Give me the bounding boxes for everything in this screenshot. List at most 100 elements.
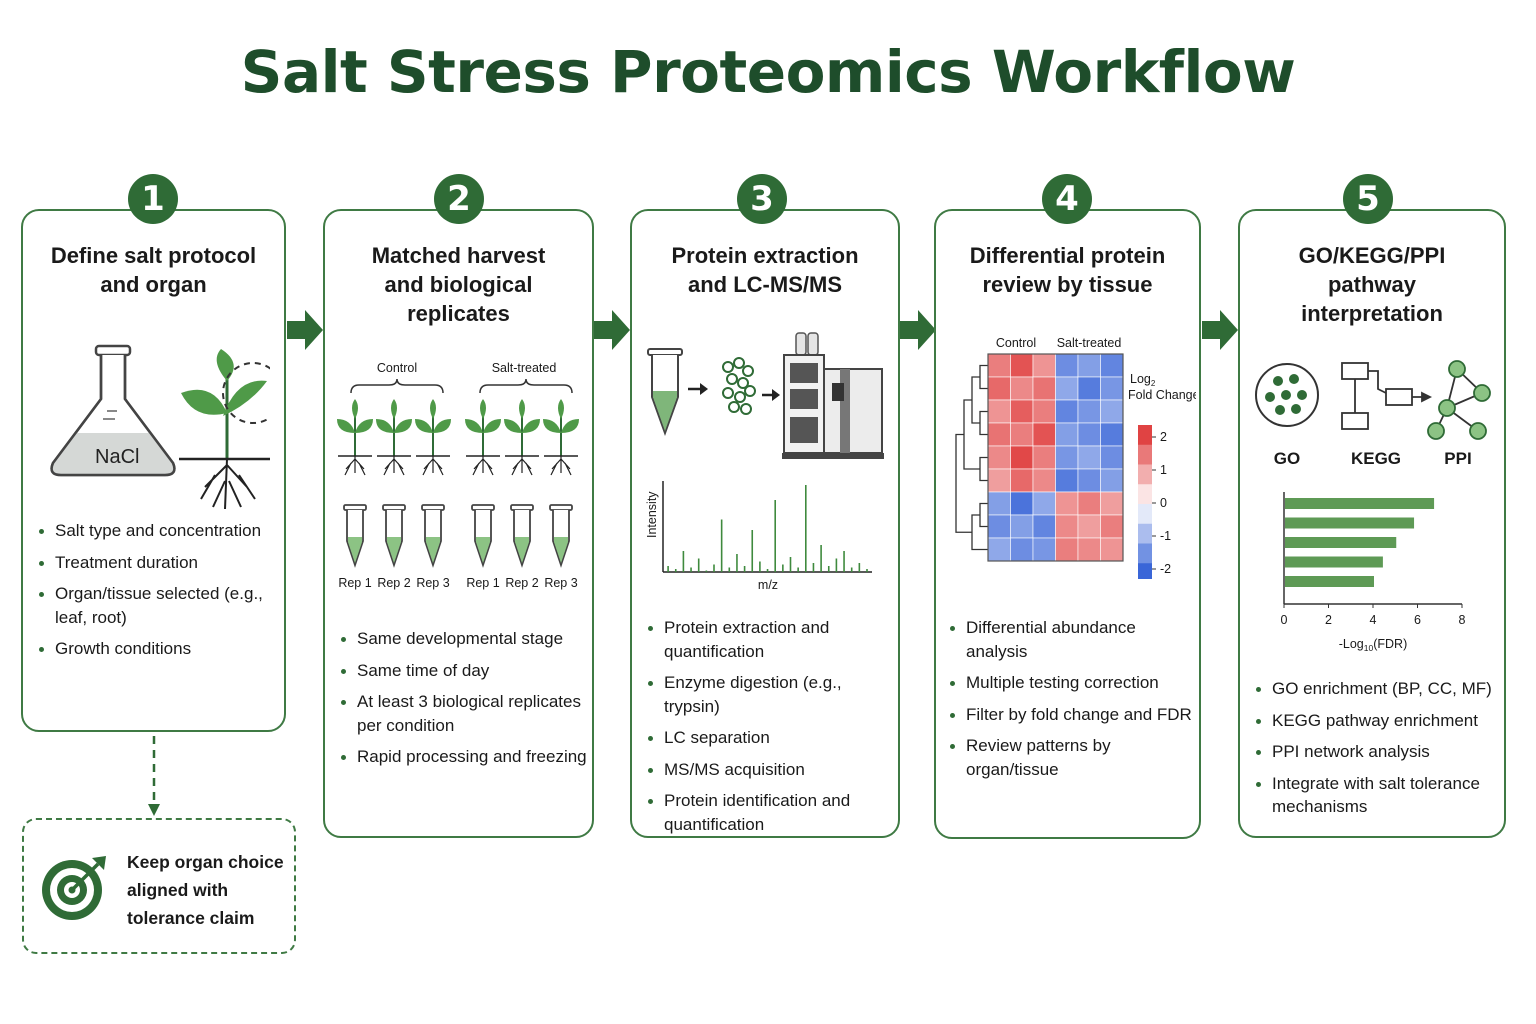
rep-label: Rep 3 [416, 576, 449, 590]
flask-icon: NaCl [50, 344, 176, 477]
list-item: Rapid processing and freezing [341, 745, 591, 769]
step-4-title: Differential protein review by tissue [969, 243, 1166, 297]
heatmap-cell [1100, 491, 1124, 516]
heatmap-cell [1010, 491, 1034, 516]
arrow-right-icon [1202, 310, 1238, 350]
list-item: Growth conditions [39, 637, 279, 661]
ppi-label: PPI [1444, 449, 1471, 468]
heatmap-cell [987, 491, 1011, 516]
list-item: Multiple testing correction [950, 671, 1200, 695]
legend-tick: 0 [1160, 496, 1167, 510]
rep-label: Rep 2 [377, 576, 410, 590]
go-label: GO [1274, 449, 1300, 468]
heatmap-cell [1055, 491, 1079, 516]
heatmap-cell [1077, 445, 1101, 470]
step-2-bullets: Same developmental stage Same time of da… [341, 627, 591, 777]
heatmap-cell [987, 514, 1011, 539]
flask-and-plant-illustration: NaCl [50, 344, 270, 510]
seedling-icon [415, 399, 451, 476]
rep-label: Rep 1 [466, 576, 499, 590]
seedling-icon [504, 399, 540, 476]
bar [1285, 556, 1383, 568]
heatmap-cell [1010, 399, 1034, 424]
x-tick-label: 4 [1370, 613, 1377, 627]
list-item: GO enrichment (BP, CC, MF) [1256, 677, 1506, 701]
heatmap-cell [987, 422, 1011, 447]
heatmap-cell [1077, 422, 1101, 447]
tube-icon [382, 504, 406, 568]
heatmap-cell [987, 537, 1011, 562]
heatmap-cell [987, 445, 1011, 470]
spectrum-peaks [667, 485, 868, 572]
seedling-icon [337, 399, 373, 476]
heatmap-cell [1100, 376, 1124, 401]
heatmap-cell [1010, 445, 1034, 470]
list-item: Treatment duration [39, 551, 279, 575]
step-2-title: Matched harvest and biological replicate… [371, 243, 546, 326]
heatmap-cell [1077, 399, 1101, 424]
legend-tick: -1 [1160, 529, 1171, 543]
legend-swatch [1138, 504, 1152, 525]
step-2-badge: 2 [434, 174, 484, 224]
heatmap-cell [1077, 376, 1101, 401]
heatmap-cell [987, 376, 1011, 401]
step-1-bullets: Salt type and concentration Treatment du… [39, 519, 279, 669]
seedling-icon [465, 399, 501, 476]
heatmap-cell [1010, 422, 1034, 447]
legend-title: Fold Change [1128, 388, 1196, 402]
y-axis-label: Intensity [645, 491, 659, 538]
page-title: Salt Stress Proteomics Workflow [240, 38, 1296, 106]
list-item: Enzyme digestion (e.g., trypsin) [648, 671, 898, 718]
legend-tick: -2 [1160, 562, 1171, 576]
arrow-right-icon [762, 389, 780, 401]
heatmap-cell [1055, 514, 1079, 539]
x-axis-label: m/z [758, 578, 778, 592]
x-tick-label: 6 [1414, 613, 1421, 627]
tube-icon [421, 504, 445, 568]
step-3-bullets: Protein extraction and quantification En… [648, 616, 898, 844]
list-item: Same developmental stage [341, 627, 591, 651]
legend-swatch [1138, 523, 1152, 544]
ppi-icon [1427, 360, 1491, 440]
list-item: PPI network analysis [1256, 740, 1506, 764]
go-icon [1255, 363, 1319, 427]
step-1-card: Define salt protocol and organ NaCl Salt… [21, 209, 286, 732]
step-4-badge: 4 [1042, 174, 1092, 224]
heatmap-cell [1032, 353, 1056, 378]
heatmap-cell [1055, 422, 1079, 447]
arrow-right-icon [900, 310, 936, 350]
bar [1285, 498, 1435, 509]
list-item: Integrate with salt tolerance mechanisms [1256, 772, 1506, 819]
heatmap-cell [1077, 537, 1101, 562]
protein-icon [722, 357, 756, 415]
seedling-icon [376, 399, 412, 476]
kegg-icon [1341, 362, 1433, 430]
legend-swatch [1138, 425, 1152, 446]
heatmap-column-label: Control [996, 336, 1036, 350]
heatmap-cell [1055, 468, 1079, 493]
heatmap-cell [1010, 468, 1034, 493]
step-1-title: Define salt protocol and organ [50, 243, 257, 297]
heatmap-chart: Control Salt-treated Log2 Fold Change 21… [955, 336, 1196, 579]
tube-icon [471, 504, 495, 568]
list-item: Salt type and concentration [39, 519, 279, 543]
list-item: Differential abundance analysis [950, 616, 1200, 663]
legend-swatch [1138, 484, 1152, 505]
heatmap-cells [987, 353, 1124, 562]
step-4-bullets: Differential abundance analysis Multiple… [950, 616, 1200, 789]
group-label: Salt-treated [492, 361, 557, 375]
heatmap-cell [1100, 422, 1124, 447]
list-item: At least 3 biological replicates per con… [341, 690, 591, 737]
step-4-card: Differential protein review by tissue Co… [934, 209, 1201, 839]
heatmap-cell [1055, 376, 1079, 401]
x-axis-label: -Log10(FDR) [1339, 637, 1408, 653]
bar [1285, 517, 1415, 529]
heatmap-column-label: Salt-treated [1057, 336, 1122, 350]
heatmap-cell [1032, 468, 1056, 493]
mass-spectrum-chart: Intensity m/z [645, 481, 872, 592]
step-3-title: Protein extraction and LC-MS/MS [671, 243, 859, 297]
heatmap-cell [1010, 376, 1034, 401]
plant-icon [179, 349, 270, 510]
heatmap-cell [1077, 353, 1101, 378]
heatmap-cell [1077, 491, 1101, 516]
